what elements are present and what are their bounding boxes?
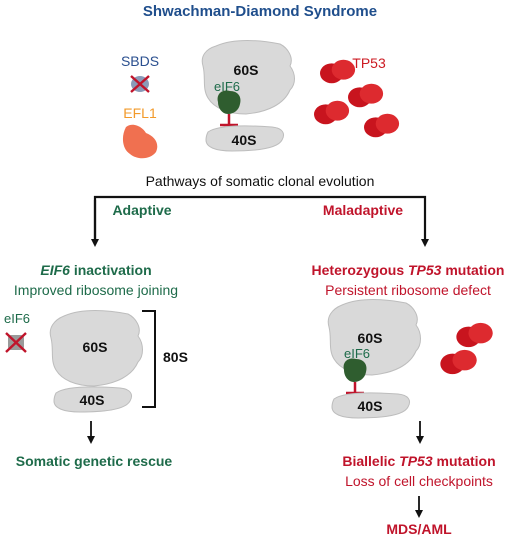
adaptive-heading-rest: inactivation [70,262,152,278]
maladaptive-heading-gene: TP53 [408,262,442,278]
eif6-protein-top [217,90,241,114]
efl1-protein-icon [122,124,158,159]
large-subunit-60s-maladaptive [327,299,421,376]
eif6-label-adaptive: eIF6 [4,311,30,326]
small-subunit-label-top: 40S [232,132,257,148]
inhibition-bar-top [220,114,238,127]
tp53-protein [348,83,384,108]
large-subunit-label-top: 60S [234,62,259,78]
small-subunit-40s-adaptive [53,386,133,413]
tp53-protein [440,349,477,375]
small-subunit-label-maladaptive: 40S [358,398,383,414]
adaptive-heading: EIF6 inactivation [40,262,151,278]
maladaptive-outcome-gene: TP53 [399,453,433,469]
tp53-protein [364,113,400,138]
maladaptive-heading: Heterozygous TP53 mutation [312,262,505,278]
small-subunit-40s-maladaptive [331,392,411,419]
tp53-protein [456,322,493,348]
pathways-title: Pathways of somatic clonal evolution [146,173,375,189]
maladaptive-outcome-pre: Biallelic [342,453,399,469]
adaptive-heading-gene: EIF6 [40,262,70,278]
ribosome-80s-label: 80S [163,349,188,365]
adaptive-label: Adaptive [112,202,171,218]
adaptive-outcome: Somatic genetic rescue [16,453,173,469]
inhibition-bar-maladaptive [346,382,364,395]
maladaptive-subheading: Persistent ribosome defect [325,282,491,298]
ribosome-80s-bracket [142,310,156,408]
eif6-loss-icon [5,332,27,353]
diagram-title: Shwachman-Diamond Syndrome [143,3,377,20]
adaptive-subheading: Improved ribosome joining [14,282,178,298]
maladaptive-heading-pre: Heterozygous [312,262,408,278]
maladaptive-heading-post: mutation [441,262,504,278]
large-subunit-label-maladaptive: 60S [358,330,383,346]
eif6-protein-maladaptive [343,358,367,382]
tp53-protein [320,59,356,84]
eif6-label-maladaptive: eIF6 [344,346,370,361]
maladaptive-outcome-post: mutation [433,453,496,469]
efl1-label: EFL1 [123,105,157,121]
maladaptive-label: Maladaptive [323,202,403,218]
small-subunit-40s-top [205,125,285,152]
sbds-loss-icon [130,75,150,93]
maladaptive-outcome: Biallelic TP53 mutation [342,453,495,469]
small-subunit-label-adaptive: 40S [80,392,105,408]
final-outcome: MDS/AML [386,521,452,537]
large-subunit-label-adaptive: 60S [83,339,108,355]
tp53-label-top: TP53 [352,55,386,71]
maladaptive-outcome-sub: Loss of cell checkpoints [345,473,493,489]
tp53-protein [314,100,350,125]
eif6-label-top: eIF6 [214,79,240,94]
sbds-label: SBDS [121,53,159,69]
large-subunit-60s-adaptive [49,310,143,387]
